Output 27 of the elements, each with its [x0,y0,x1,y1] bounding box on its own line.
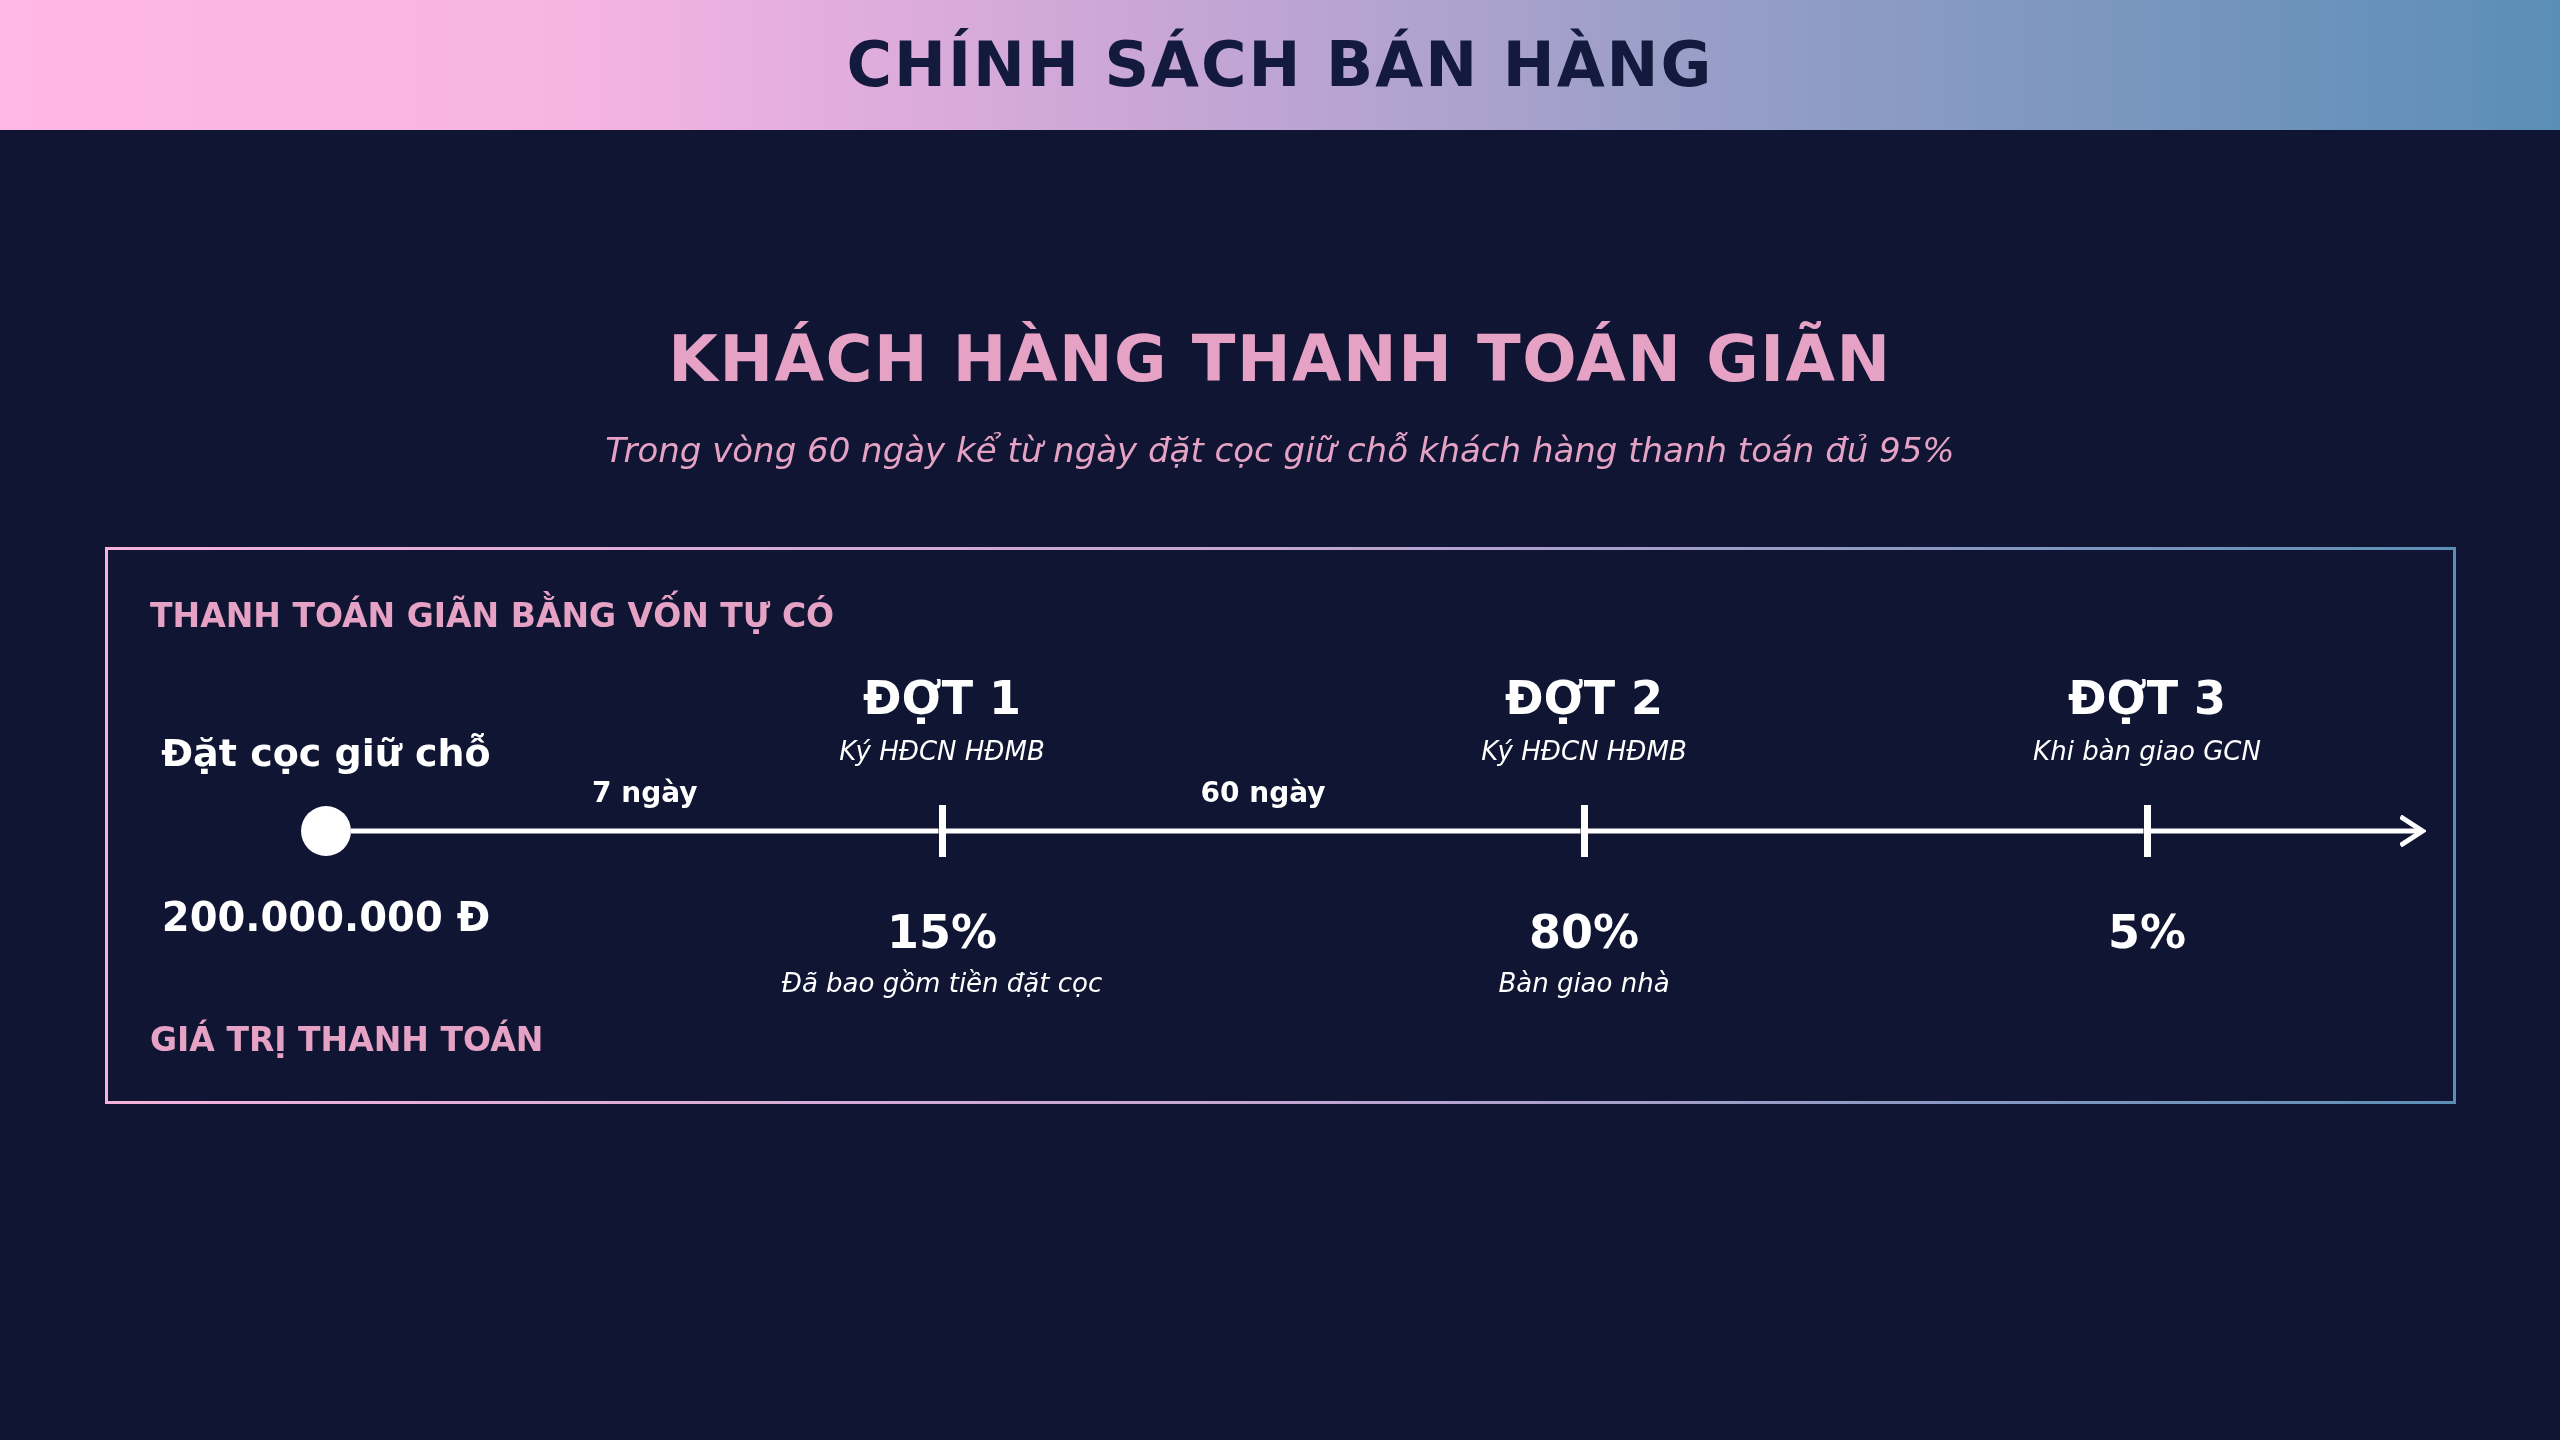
tick-mark [1580,805,1588,857]
timeline-line [1587,828,2144,834]
milestone-title: Đặt cọc giữ chỗ [161,730,491,778]
milestone-note: Bàn giao nhà [1498,967,1670,1001]
row-label: GIÁ TRỊ THANH TOÁN [150,1018,544,1061]
tick-mark [938,805,946,857]
payment-percent: 15% [886,903,998,961]
milestone-note: Ký HĐCN HĐMB [839,735,1045,769]
timeline-line [351,828,939,834]
milestone-title: ĐỢT 3 [2067,669,2227,727]
subtitle: Trong vòng 60 ngày kể từ ngày đặt cọc giữ chỗ khách hàng thanh toán đủ 95% [605,429,1955,473]
deposit-amount: 200.000.000 Đ [161,893,491,942]
milestone-title: ĐỢT 2 [1504,669,1664,727]
panel-heading: THANH TOÁN GIÃN BẰNG VỐN TỰ CÓ [150,589,835,643]
timeline-line [945,828,1581,834]
timeline-arrow [2150,815,2425,847]
start-dot [301,806,351,856]
milestone-note: Ký HĐCN HĐMB [1481,735,1687,769]
milestone-title: ĐỢT 1 [862,669,1022,727]
tick-mark [2143,805,2151,857]
section-heading: KHÁCH HÀNG THANH TOÁN GIÃN [668,320,1892,398]
timeline-panel [105,547,2456,1104]
milestone-note: Đã bao gồm tiền đặt cọc [781,967,1103,1001]
payment-percent: 80% [1528,903,1640,961]
payment-percent: 5% [2107,903,2187,961]
milestone-note: Khi bàn giao GCN [2033,735,2261,769]
page-title: CHÍNH SÁCH BÁN HÀNG [846,26,1714,103]
